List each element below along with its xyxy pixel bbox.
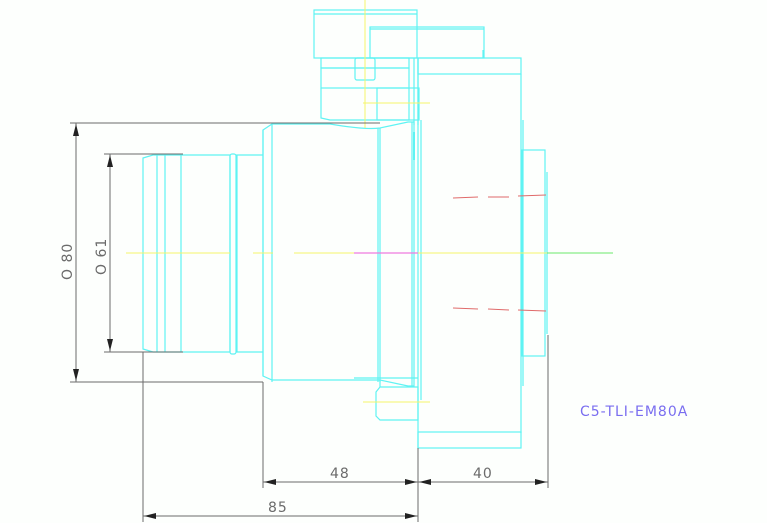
dim-flange-length: 40 xyxy=(418,335,549,488)
inner-diameter-label: O 61 xyxy=(94,238,110,275)
top-mount-block xyxy=(313,9,485,125)
bottom-boss xyxy=(354,377,419,421)
flange-length-label: 40 xyxy=(473,466,493,482)
dim-overall-length: 85 xyxy=(142,352,418,522)
dim-outer-diameter: O 80 xyxy=(60,122,380,383)
outer-diameter-label: O 80 xyxy=(60,243,76,280)
overall-length-label: 85 xyxy=(268,500,288,516)
main-body xyxy=(262,121,415,387)
centerlines xyxy=(126,0,613,403)
part-number-label: C5-TLI-EM80A xyxy=(580,404,688,420)
body-length-label: 48 xyxy=(330,466,350,482)
dim-body-length: 48 xyxy=(262,382,419,522)
right-flange-plate xyxy=(417,50,524,449)
hidden-lines xyxy=(452,194,547,312)
